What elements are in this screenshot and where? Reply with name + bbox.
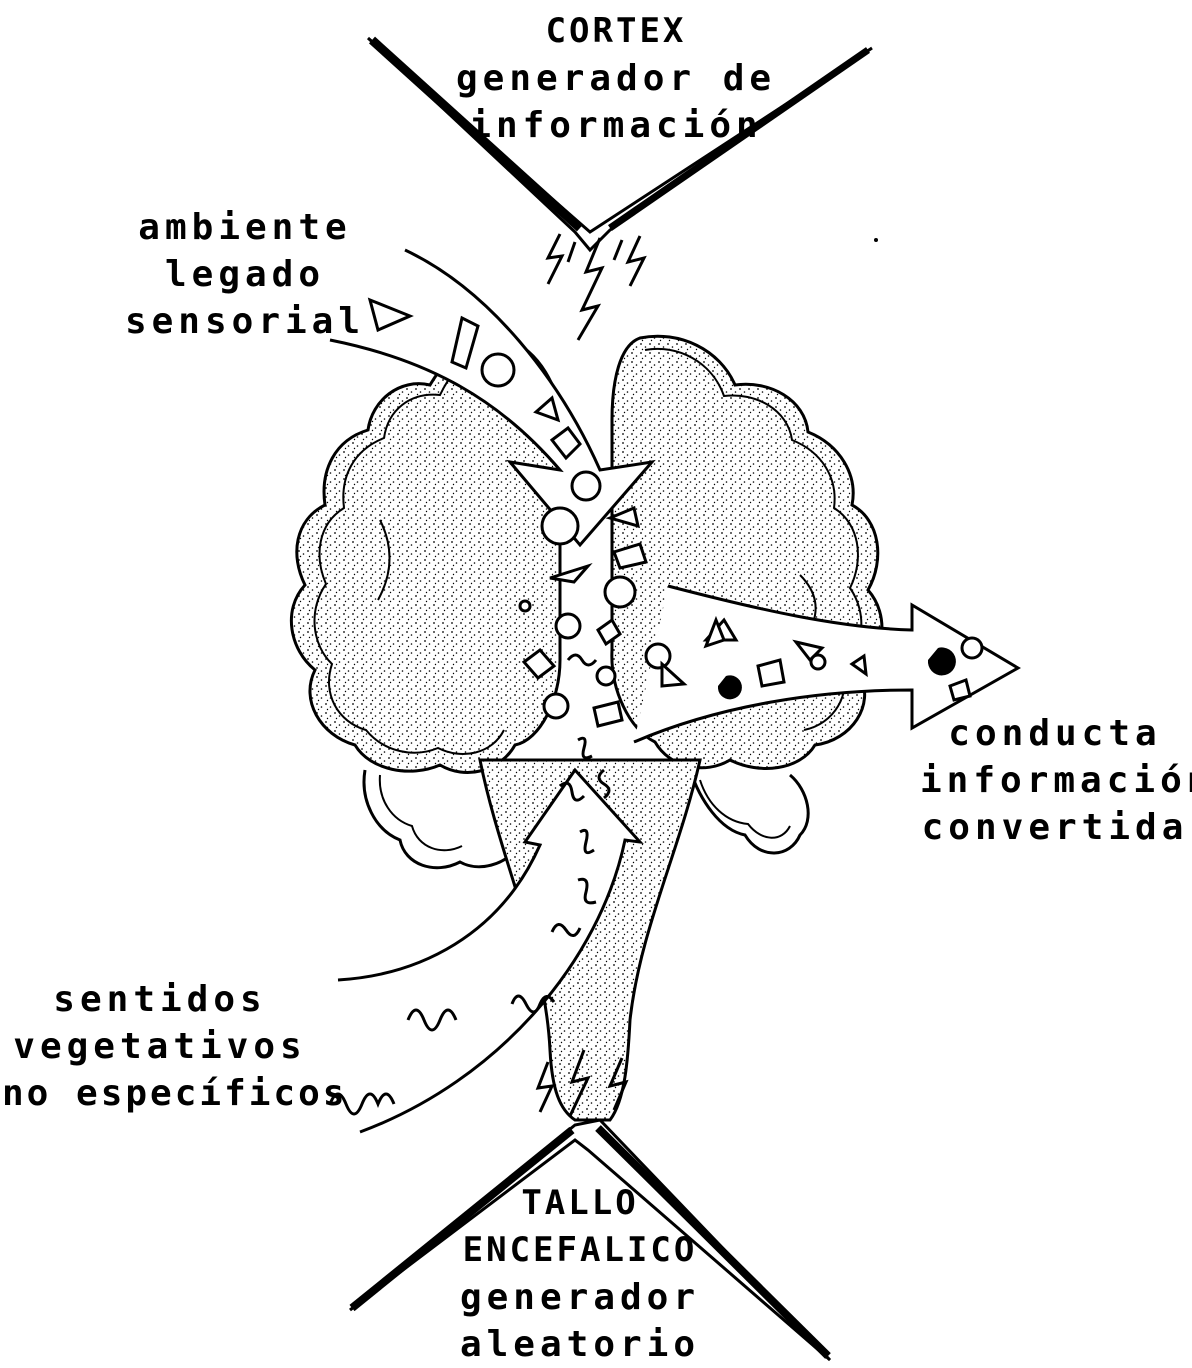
cortex-title: CORTEX: [456, 8, 776, 55]
environment-line-3: sensorial: [120, 298, 370, 345]
environment-line-1: ambiente: [120, 204, 370, 251]
environment-line-2: legado: [120, 251, 370, 298]
cortex-label: CORTEX generador de información: [456, 8, 776, 149]
brainstem-label: TALLO ENCEFALICO generador aleatorio: [440, 1180, 720, 1368]
behavior-line-1: conducta: [920, 710, 1190, 757]
senses-line-1: sentidos: [2, 976, 318, 1023]
senses-line-3: no específicos: [2, 1070, 318, 1117]
behavior-line-3: convertida: [920, 804, 1190, 851]
cortex-line-2: información: [456, 102, 776, 149]
cortex-line-1: generador de: [456, 55, 776, 102]
senses-line-2: vegetativos: [2, 1023, 318, 1070]
brainstem-line-2: aleatorio: [440, 1321, 720, 1368]
senses-label: sentidos vegetativos no específicos: [2, 976, 318, 1117]
behavior-label: conducta información convertida: [920, 710, 1190, 851]
brainstem-title-2: ENCEFALICO: [440, 1227, 720, 1274]
cortex-lightning: [548, 234, 644, 340]
brainstem-title-1: TALLO: [440, 1180, 720, 1227]
stray-dot: [874, 238, 878, 242]
brainstem-line-1: generador: [440, 1274, 720, 1321]
behavior-line-2: información: [920, 757, 1190, 804]
environment-label: ambiente legado sensorial: [120, 204, 370, 345]
